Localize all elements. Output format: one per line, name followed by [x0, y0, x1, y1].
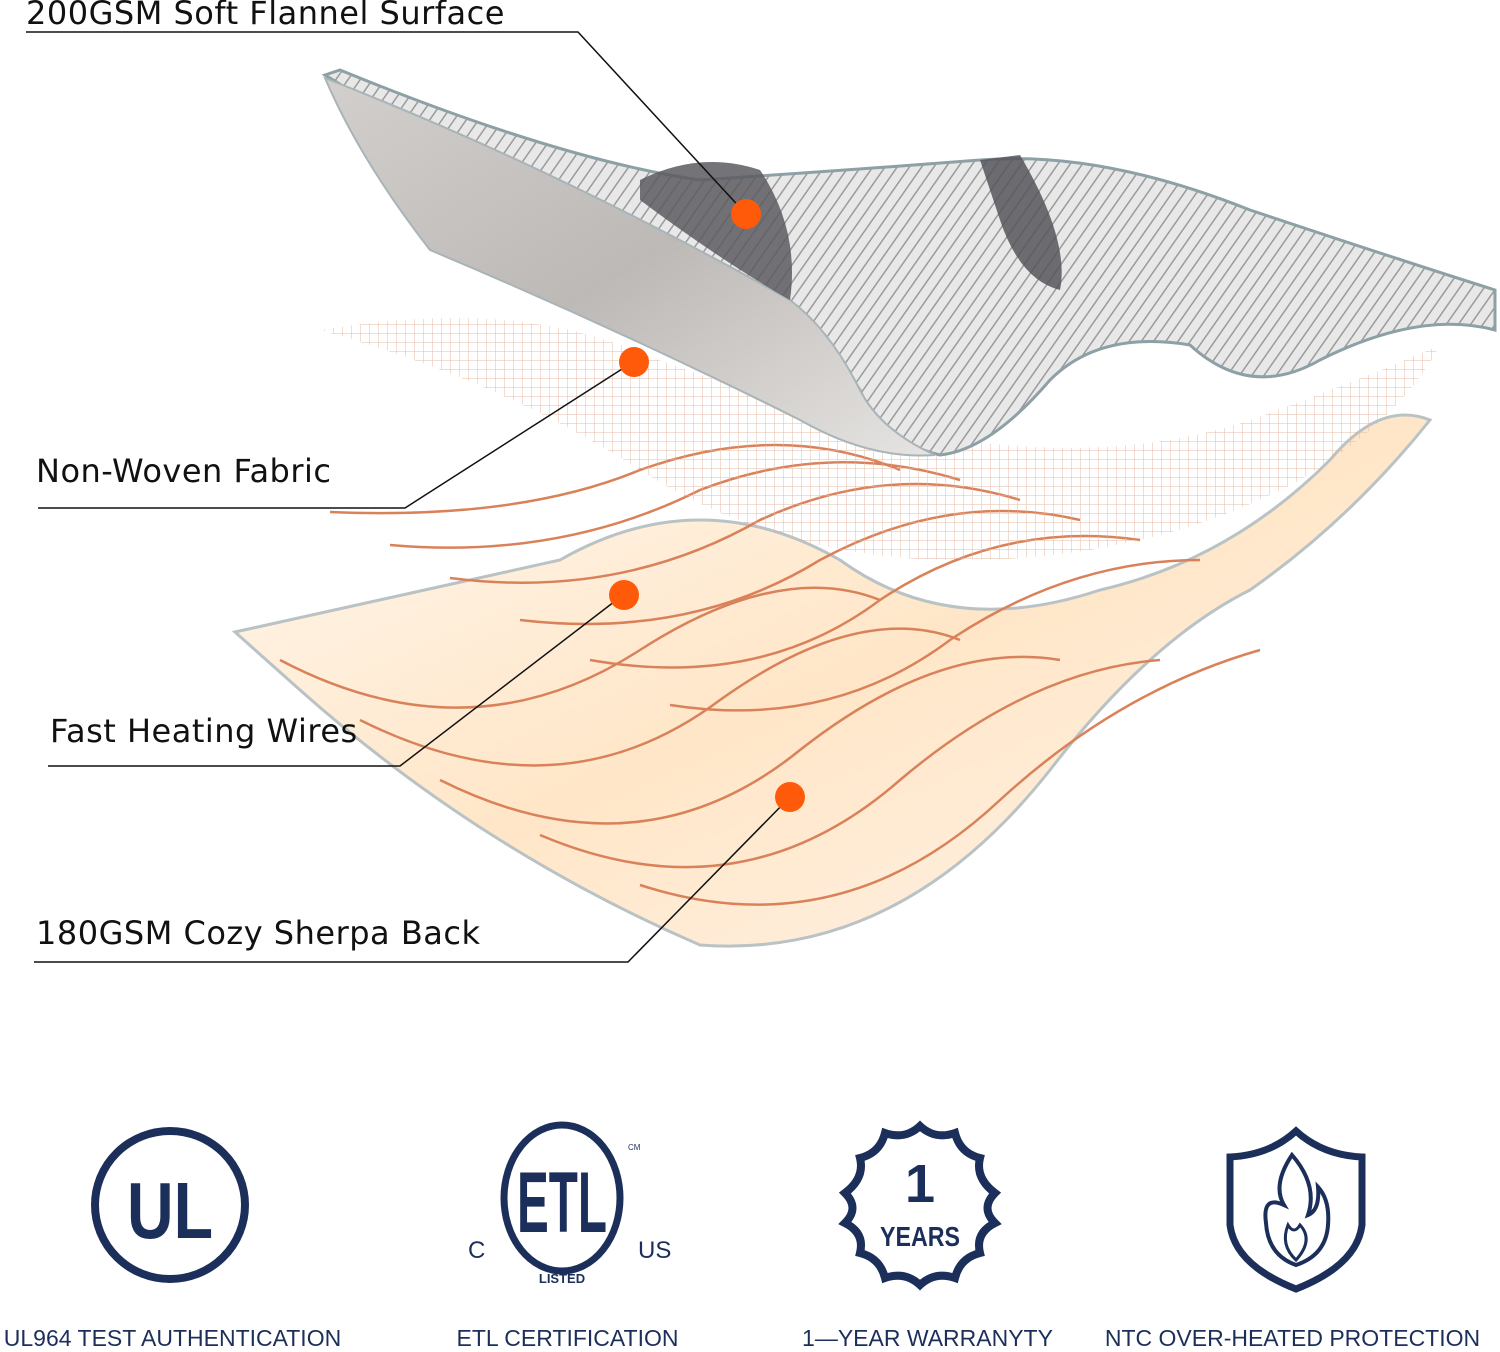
flannel-dark-patch — [980, 155, 1062, 290]
callout-lines — [26, 31, 791, 963]
label-heating-wires: Fast Heating Wires — [50, 712, 358, 750]
shield-flame-icon — [1226, 1126, 1366, 1293]
dot-sherpa — [775, 782, 805, 812]
cert-label-ntc: NTC OVER-HEATED PROTECTION — [1104, 1325, 1481, 1351]
dot-non-woven — [619, 347, 649, 377]
svg-text:C: C — [468, 1237, 485, 1264]
callout-dots — [609, 199, 805, 812]
cert-label-ul: UL964 TEST AUTHENTICATION — [3, 1325, 342, 1351]
warranty-badge-icon: 1 YEARS — [838, 1120, 1002, 1291]
etl-logo-icon: ETL C US LISTED CM — [468, 1121, 671, 1286]
label-sherpa-back: 180GSM Cozy Sherpa Back — [36, 914, 481, 952]
label-flannel-surface: 200GSM Soft Flannel Surface — [26, 0, 505, 32]
label-non-woven-fabric: Non-Woven Fabric — [36, 452, 332, 490]
svg-text:LISTED: LISTED — [539, 1271, 585, 1286]
ul-logo-icon: UL — [91, 1127, 249, 1283]
cert-label-warranty: 1—YEAR WARRANYTY — [802, 1325, 1053, 1351]
sherpa-back-layer — [231, 413, 1433, 948]
svg-text:YEARS: YEARS — [880, 1221, 960, 1252]
cert-label-etl: ETL CERTIFICATION — [456, 1325, 679, 1351]
svg-text:ETL: ETL — [517, 1155, 607, 1251]
svg-text:UL: UL — [127, 1166, 213, 1255]
svg-text:US: US — [638, 1237, 671, 1264]
dot-flannel — [731, 199, 761, 229]
flannel-underside — [323, 76, 936, 457]
flannel-dark-patch — [640, 162, 792, 300]
svg-text:CM: CM — [628, 1143, 641, 1152]
dot-wires — [609, 580, 639, 610]
svg-text:1: 1 — [905, 1154, 935, 1214]
